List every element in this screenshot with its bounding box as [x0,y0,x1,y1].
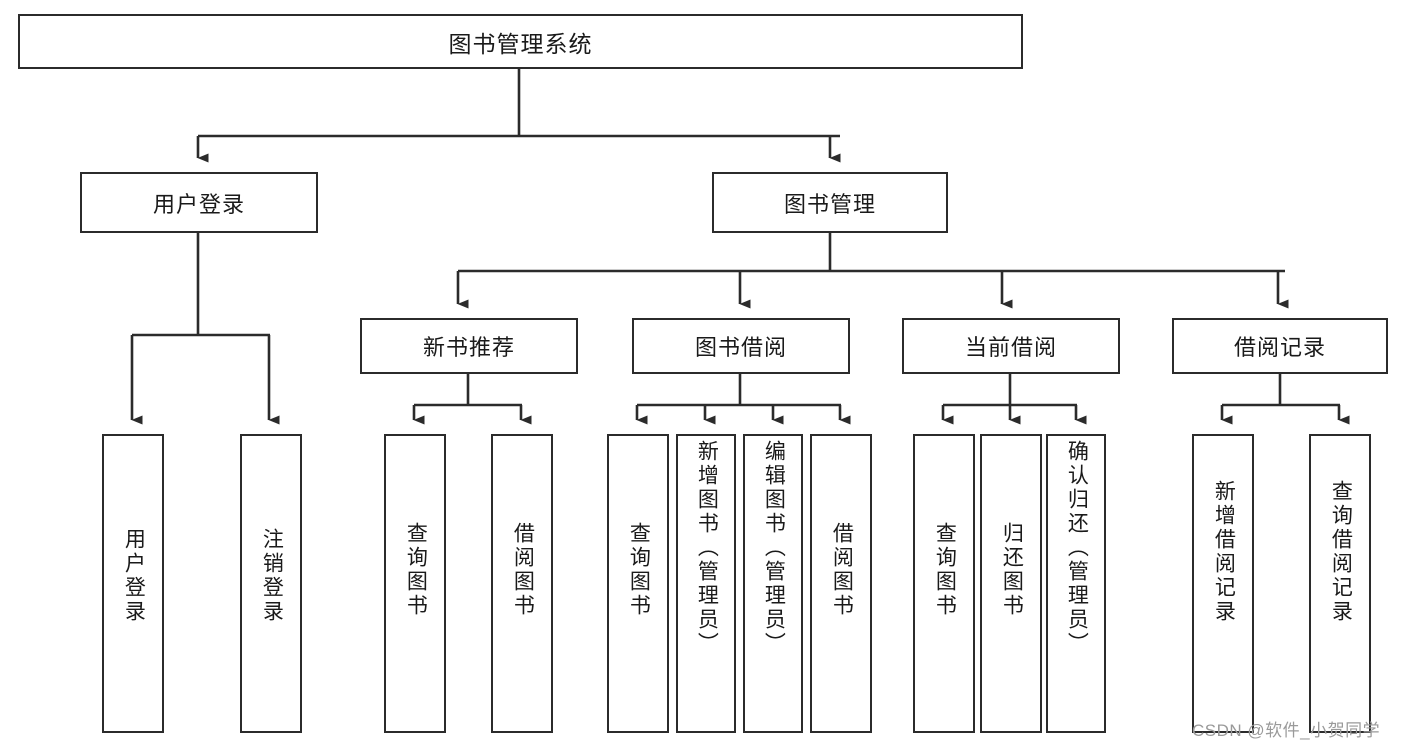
node-leaf-edit-book-label: 编辑图书（管理员） [762,440,786,656]
node-leaf-add-record-label: 新增借阅记录 [1212,480,1236,624]
node-leaf-edit-book[interactable]: 编辑图书（管理员） [743,434,803,733]
node-new-book-rec[interactable]: 新书推荐 [360,318,578,374]
node-user-login[interactable]: 用户登录 [80,172,318,233]
node-leaf-query-book-1[interactable]: 查询图书 [384,434,446,733]
node-leaf-borrow-book-1[interactable]: 借阅图书 [491,434,553,733]
node-leaf-borrow-book-1-label: 借阅图书 [511,522,535,618]
node-current-borrow-label: 当前借阅 [964,335,1057,360]
node-leaf-query-record[interactable]: 查询借阅记录 [1309,434,1371,733]
csdn-watermark: CSDN @软件_小贺同学 [1192,721,1381,740]
node-leaf-user-login-label: 用户登录 [122,528,146,624]
node-current-borrow[interactable]: 当前借阅 [902,318,1120,374]
node-leaf-logout-label: 注销登录 [260,528,284,624]
node-book-borrow[interactable]: 图书借阅 [632,318,850,374]
node-book-borrow-label: 图书借阅 [694,335,787,360]
node-leaf-return-book-label: 归还图书 [1000,522,1024,618]
node-leaf-return-book[interactable]: 归还图书 [980,434,1042,733]
node-leaf-add-record[interactable]: 新增借阅记录 [1192,434,1254,733]
node-leaf-logout[interactable]: 注销登录 [240,434,302,733]
node-leaf-query-book-1-label: 查询图书 [404,522,428,618]
node-leaf-confirm-return[interactable]: 确认归还（管理员） [1046,434,1106,733]
node-leaf-query-book-2-label: 查询图书 [627,522,651,618]
node-user-login-label: 用户登录 [152,191,245,217]
node-leaf-query-book-3-label: 查询图书 [933,522,957,618]
node-leaf-add-book[interactable]: 新增图书（管理员） [676,434,736,733]
node-leaf-user-login[interactable]: 用户登录 [102,434,164,733]
node-new-book-rec-label: 新书推荐 [422,335,515,360]
node-leaf-borrow-book-2-label: 借阅图书 [830,522,854,618]
node-leaf-confirm-return-label: 确认归还（管理员） [1065,440,1089,656]
node-root-label: 图书管理系统 [448,30,593,57]
node-root[interactable]: 图书管理系统 [18,14,1023,69]
node-leaf-borrow-book-2[interactable]: 借阅图书 [810,434,872,733]
node-book-manage-label: 图书管理 [783,191,876,217]
node-leaf-query-book-2[interactable]: 查询图书 [607,434,669,733]
node-leaf-query-book-3[interactable]: 查询图书 [913,434,975,733]
node-leaf-add-book-label: 新增图书（管理员） [695,440,719,656]
node-book-manage[interactable]: 图书管理 [712,172,948,233]
node-borrow-record-label: 借阅记录 [1233,335,1326,360]
node-leaf-query-record-label: 查询借阅记录 [1329,480,1353,624]
node-borrow-record[interactable]: 借阅记录 [1172,318,1388,374]
